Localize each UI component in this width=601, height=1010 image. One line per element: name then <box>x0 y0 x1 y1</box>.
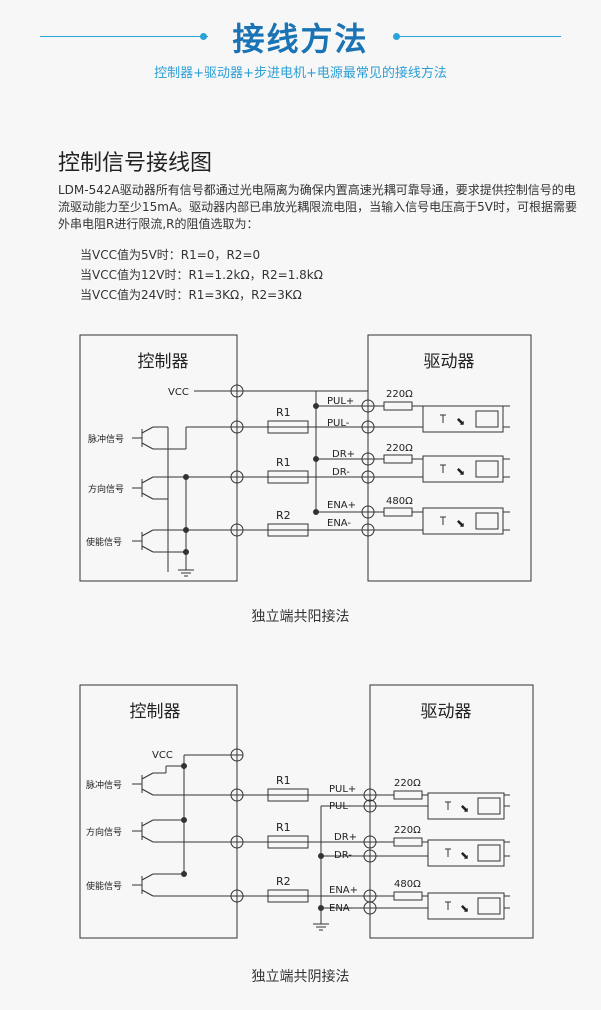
page-header: 接线方法 控制器+驱动器+步进电机+电源最常见的接线方法 <box>0 0 601 90</box>
pin-label: PUL+ <box>329 784 356 795</box>
driver-label: 驱动器 <box>421 702 472 722</box>
svg-text:⬊: ⬊ <box>456 415 465 428</box>
driver-terminals <box>363 788 377 915</box>
svg-text:⬊: ⬊ <box>456 517 465 530</box>
resistor-label: R1 <box>276 456 291 469</box>
internal-resistor-label: 480Ω <box>386 496 413 507</box>
pin-label: ENA- <box>327 518 351 529</box>
optocoupler-stage: 220Ω ⬊ 220Ω ⬊ 480Ω ⬊ <box>376 778 510 920</box>
header-divider-right <box>393 36 561 37</box>
signal-label: 方向信号 <box>86 826 122 838</box>
diagram1-caption: 独立端共阳接法 <box>251 609 350 625</box>
signal-row-direction: 方向信号 R1 <box>88 456 368 555</box>
controller-box <box>79 334 238 582</box>
optocoupler-stage: 220Ω ⬊ 220Ω ⬊ 480Ω ⬊ <box>374 389 510 535</box>
diagram2-caption: 独立端共阴接法 <box>251 969 350 985</box>
signal-label: 使能信号 <box>86 536 122 548</box>
wiring-diagram-common-anode: 控制器 驱动器 VCC PUL+ PUL- DR+ DR- ENA+ ENA- … <box>79 334 532 582</box>
internal-resistor-label: 220Ω <box>394 825 421 836</box>
resistor-label: R1 <box>276 774 291 787</box>
pin-label: ENA- <box>329 903 353 914</box>
pin-label: PUL- <box>327 418 350 429</box>
resistor-label: R2 <box>276 509 291 522</box>
resistor-label: R2 <box>276 875 291 888</box>
section-title: 控制信号接线图 <box>58 151 213 176</box>
signal-label: 使能信号 <box>86 880 122 892</box>
rule-24v: 当VCC值为24V时：R1=3KΩ，R2=3KΩ <box>80 288 302 302</box>
header-divider-left <box>40 36 208 37</box>
svg-text:⬊: ⬊ <box>456 465 465 478</box>
svg-text:⬊: ⬊ <box>460 802 469 815</box>
pin-label: PUL+ <box>327 396 354 407</box>
page-title: 接线方法 <box>232 20 369 58</box>
signal-label: 脉冲信号 <box>88 433 124 445</box>
signal-row-enable: 使能信号 R2 <box>86 509 368 555</box>
driver-label: 驱动器 <box>424 352 475 372</box>
resistor-label: R1 <box>276 406 291 419</box>
vcc-label: VCC <box>152 750 173 761</box>
pin-label: ENA+ <box>327 500 356 511</box>
signal-label: 脉冲信号 <box>86 779 122 791</box>
resistor-label: R1 <box>276 821 291 834</box>
internal-resistor-label: 220Ω <box>386 443 413 454</box>
svg-text:⬊: ⬊ <box>460 902 469 915</box>
pin-label: DR+ <box>332 449 355 460</box>
controller-box <box>79 684 238 939</box>
vcc-label: VCC <box>168 387 189 398</box>
controller-label: 控制器 <box>138 352 189 372</box>
page-subtitle: 控制器+驱动器+步进电机+电源最常见的接线方法 <box>154 66 447 81</box>
pin-label: DR- <box>334 850 352 861</box>
rule-5v: 当VCC值为5V时：R1=0，R2=0 <box>80 248 261 262</box>
signal-label: 方向信号 <box>88 483 124 495</box>
controller-label: 控制器 <box>130 702 181 722</box>
rule-12v: 当VCC值为12V时：R1=1.2kΩ，R2=1.8kΩ <box>80 268 323 282</box>
wiring-diagram-common-cathode: 控制器 驱动器 VCC 脉冲信号 R1 方向信号 R1 使能信号 R2 <box>79 684 534 939</box>
internal-resistor-label: 220Ω <box>386 389 413 400</box>
internal-resistor-label: 220Ω <box>394 778 421 789</box>
signal-row-enable: 使能信号 R2 <box>86 871 370 903</box>
header-dot-left <box>200 33 207 40</box>
signal-row-direction: 方向信号 R1 <box>86 817 370 849</box>
pin-label: ENA+ <box>329 885 358 896</box>
svg-text:⬊: ⬊ <box>460 849 469 862</box>
pin-label: DR+ <box>334 832 357 843</box>
pin-label: PUL- <box>329 801 352 812</box>
internal-resistor-label: 480Ω <box>394 879 421 890</box>
pin-label: DR- <box>332 467 350 478</box>
signal-row-pulse: 脉冲信号 R1 <box>86 765 370 802</box>
section-description: LDM-542A驱动器所有信号都通过光电隔离为确保内置高速光耦可靠导通，要求提供… <box>58 183 578 231</box>
signal-row-pulse: 脉冲信号 R1 <box>88 406 368 572</box>
header-dot-right <box>393 33 400 40</box>
